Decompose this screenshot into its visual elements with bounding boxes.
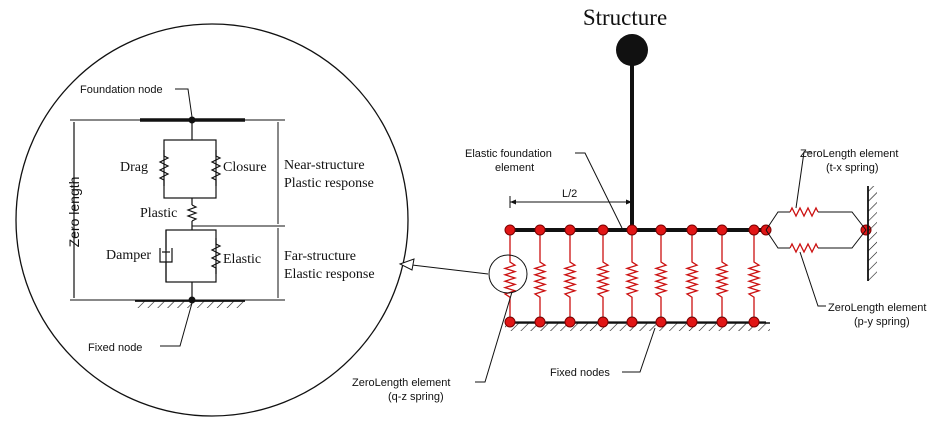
- elastic-foundation-leader: [575, 152, 623, 229]
- py-label-1: ZeroLength element: [828, 302, 926, 314]
- qz-callout-circle: [488, 254, 528, 294]
- near-structure-box: [163, 139, 217, 199]
- detail-circle: [15, 23, 409, 417]
- vertical-springs: [502, 230, 762, 322]
- fixed-node: [626, 316, 638, 328]
- elastic-foundation-label-2: element: [495, 162, 534, 174]
- foundation-node: [597, 224, 609, 236]
- qz-leader: [475, 291, 513, 383]
- foundation-node: [655, 224, 667, 236]
- tx-leader: [795, 151, 812, 209]
- qz-spring: [684, 236, 700, 316]
- qz-spring: [653, 236, 669, 316]
- qz-spring: [595, 236, 611, 316]
- foundation-node: [626, 224, 638, 236]
- py-label-2: (p-y spring): [854, 316, 910, 328]
- closure-spring: [210, 150, 222, 186]
- near-structure-label-2: Plastic response: [284, 176, 374, 191]
- qz-spring: [624, 236, 640, 316]
- far-structure-box: [165, 229, 217, 283]
- fixed-node-leader: [160, 302, 193, 347]
- foundation-node: [686, 224, 698, 236]
- horizontal-springs: [765, 206, 867, 254]
- far-structure-label-1: Far-structure: [284, 249, 356, 264]
- foundation-node: [564, 224, 576, 236]
- drag-label: Drag: [120, 160, 148, 175]
- py-link-right: [818, 229, 867, 249]
- model-nodes: [504, 224, 872, 328]
- plastic-label: Plastic: [140, 206, 177, 221]
- near-structure-label-1: Near-structure: [284, 158, 365, 173]
- drag-spring: [158, 150, 170, 186]
- tx-label-2: (t-x spring): [826, 162, 879, 174]
- py-spring: [789, 242, 819, 254]
- right-wall-hatch: [868, 186, 877, 281]
- fixed-node: [716, 316, 728, 328]
- qz-label-2: (q-z spring): [388, 391, 444, 403]
- fixed-node: [655, 316, 667, 328]
- qz-spring: [562, 236, 578, 316]
- detail-circle-group: Foundation node Zero length Drag Closure…: [15, 23, 409, 417]
- foundation-node-label: Foundation node: [80, 84, 163, 96]
- qz-spring: [746, 236, 762, 316]
- tx-link-right: [818, 211, 867, 231]
- qz-spring: [714, 236, 730, 316]
- structure-mass: [616, 34, 648, 66]
- py-link: [765, 229, 790, 249]
- damper-element: [159, 230, 173, 282]
- foundation-node: [534, 224, 546, 236]
- tx-link: [765, 211, 790, 231]
- fixed-node: [534, 316, 546, 328]
- tx-spring: [789, 206, 819, 218]
- qz-spring: [532, 236, 548, 316]
- tx-label-1: ZeroLength element: [800, 148, 898, 160]
- qz-label-1: ZeroLength element: [352, 377, 450, 389]
- far-structure-label-2: Elastic response: [284, 267, 375, 282]
- elastic-foundation-label-1: Elastic foundation: [465, 148, 552, 160]
- py-leader: [799, 251, 826, 307]
- zero-length-label: Zero length: [66, 177, 82, 248]
- half-length-label: L/2: [562, 188, 577, 200]
- fixed-nodes-leader: [622, 327, 656, 373]
- foundation-node: [748, 224, 760, 236]
- callout-line: [411, 264, 489, 275]
- fixed-node: [564, 316, 576, 328]
- foundation-node-leader: [175, 88, 193, 118]
- foundation-node: [716, 224, 728, 236]
- fixed-node-label: Fixed node: [88, 342, 142, 354]
- elastic-spring: [210, 238, 222, 274]
- fixed-node: [748, 316, 760, 328]
- qz-spring: [502, 236, 518, 316]
- ground-hatch: [505, 323, 770, 331]
- fixed-nodes-label: Fixed nodes: [550, 367, 610, 379]
- fixed-ground-hatch: [135, 301, 245, 308]
- fixed-node: [597, 316, 609, 328]
- structure-title: Structure: [583, 5, 667, 30]
- callout-arrowhead: [398, 258, 415, 271]
- foundation-node: [504, 224, 516, 236]
- fixed-node: [504, 316, 516, 328]
- damper-label: Damper: [106, 248, 151, 263]
- closure-label: Closure: [223, 160, 267, 175]
- plastic-spring: [186, 204, 198, 222]
- elastic-label: Elastic: [223, 252, 261, 267]
- foundation-model: Structure Elastic foundation element L/2…: [352, 5, 926, 403]
- fixed-node: [686, 316, 698, 328]
